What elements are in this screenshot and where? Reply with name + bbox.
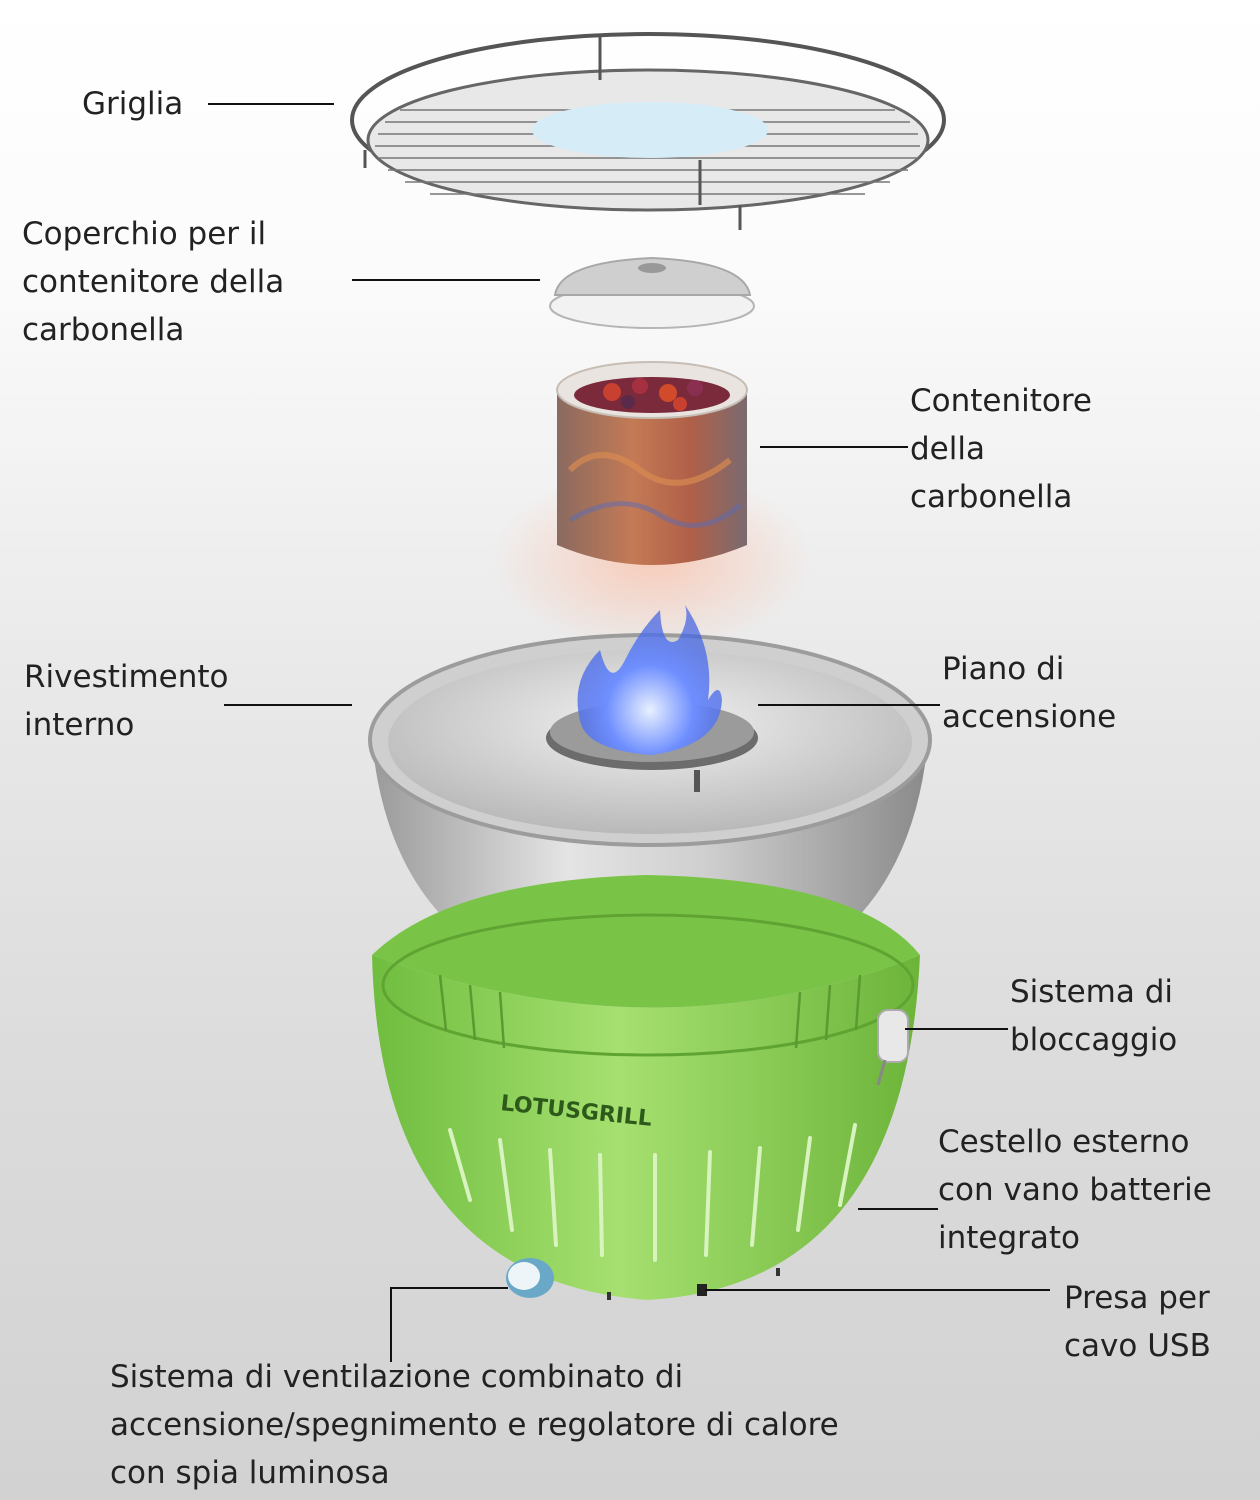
griglia-part <box>350 32 946 230</box>
coperchio-part <box>549 256 755 329</box>
cestello-part: LOTUSGRILL <box>372 875 920 1300</box>
label-coperchio: Coperchio per il contenitore della carbo… <box>22 216 285 348</box>
label-contenitore: Contenitore della carbonella <box>910 383 1093 515</box>
leader-coperchio <box>352 279 540 281</box>
leader-bloccaggio <box>905 1028 1008 1030</box>
leader-ventilazione-v <box>390 1287 392 1362</box>
label-cestello: Cestello esterno con vano batterie integ… <box>938 1124 1212 1256</box>
leader-rivestimento <box>224 704 352 706</box>
leader-cestello <box>858 1208 938 1210</box>
leader-contenitore <box>760 446 908 448</box>
contenitore-part <box>492 361 812 650</box>
label-griglia: Griglia <box>82 86 184 122</box>
leader-griglia <box>208 103 334 105</box>
leader-presa <box>705 1289 1050 1291</box>
label-rivestimento: Rivestimento interno <box>24 659 229 743</box>
label-bloccaggio: Sistema di bloccaggio <box>1010 974 1178 1058</box>
leader-piano <box>758 704 940 706</box>
label-presa: Presa per cavo USB <box>1064 1280 1211 1364</box>
label-piano: Piano di accensione <box>942 651 1117 735</box>
label-ventilazione: Sistema di ventilazione combinato di acc… <box>110 1359 839 1491</box>
leader-ventilazione-h <box>390 1287 508 1289</box>
